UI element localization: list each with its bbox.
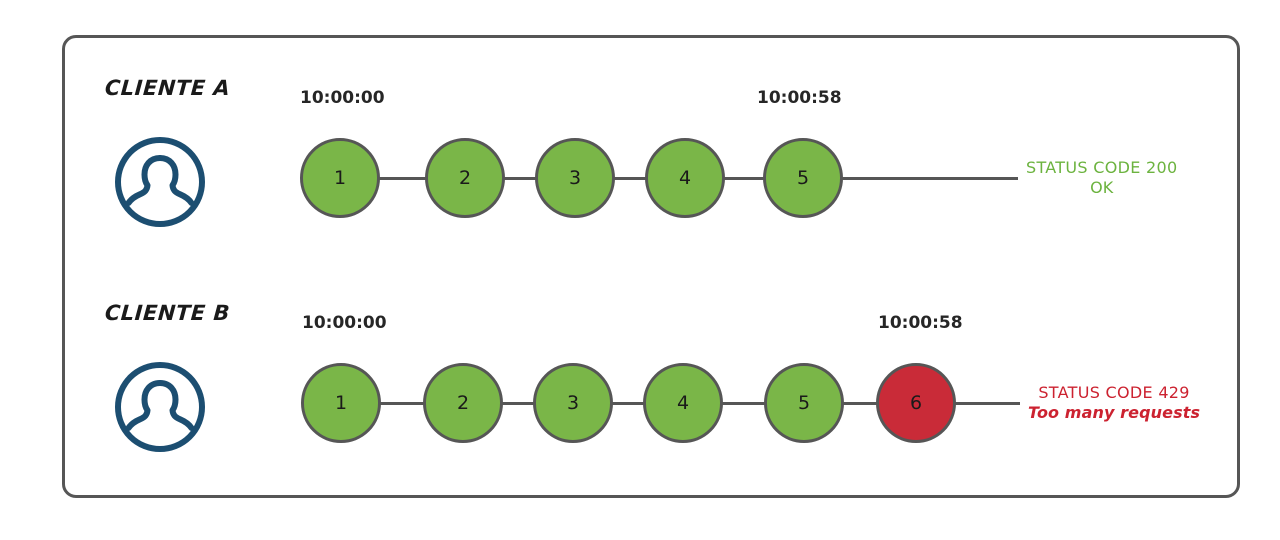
status-code-a-line2: OK [1090, 178, 1114, 197]
request-node[interactable]: 5 [764, 363, 844, 443]
connector [488, 402, 538, 405]
connector-to-status [952, 402, 1020, 405]
status-code-a-line1: STATUS CODE 200 [1026, 158, 1178, 177]
request-node[interactable]: 1 [300, 138, 380, 218]
user-avatar-icon [114, 136, 206, 228]
timestamp-end-b: 10:00:58 [878, 313, 963, 333]
status-code-b: STATUS CODE 429 Too many requests [1028, 383, 1200, 423]
request-node[interactable]: 2 [425, 138, 505, 218]
timestamp-start-a: 10:00:00 [300, 88, 385, 108]
connector [840, 402, 882, 405]
request-node[interactable]: 4 [645, 138, 725, 218]
connector [708, 402, 766, 405]
timestamp-start-b: 10:00:00 [302, 313, 387, 333]
connector [378, 402, 428, 405]
status-code-a: STATUS CODE 200 OK [1026, 158, 1177, 198]
request-node[interactable]: 4 [643, 363, 723, 443]
connector [488, 177, 540, 180]
connector [708, 177, 766, 180]
connector [378, 177, 430, 180]
request-chain-a: 1 2 3 4 5 [0, 60, 1280, 240]
user-avatar-icon [114, 361, 206, 453]
request-node[interactable]: 2 [423, 363, 503, 443]
connector-to-status [840, 177, 1018, 180]
request-node[interactable]: 3 [535, 138, 615, 218]
request-chain-b: 1 2 3 4 5 6 [0, 285, 1280, 465]
request-node[interactable]: 1 [301, 363, 381, 443]
connector [598, 177, 650, 180]
request-node[interactable]: 5 [763, 138, 843, 218]
request-node-rejected[interactable]: 6 [876, 363, 956, 443]
timestamp-end-a: 10:00:58 [757, 88, 842, 108]
status-code-b-line1: STATUS CODE 429 [1038, 383, 1190, 402]
connector [598, 402, 648, 405]
status-code-b-line2: Too many requests [1028, 403, 1201, 422]
request-node[interactable]: 3 [533, 363, 613, 443]
